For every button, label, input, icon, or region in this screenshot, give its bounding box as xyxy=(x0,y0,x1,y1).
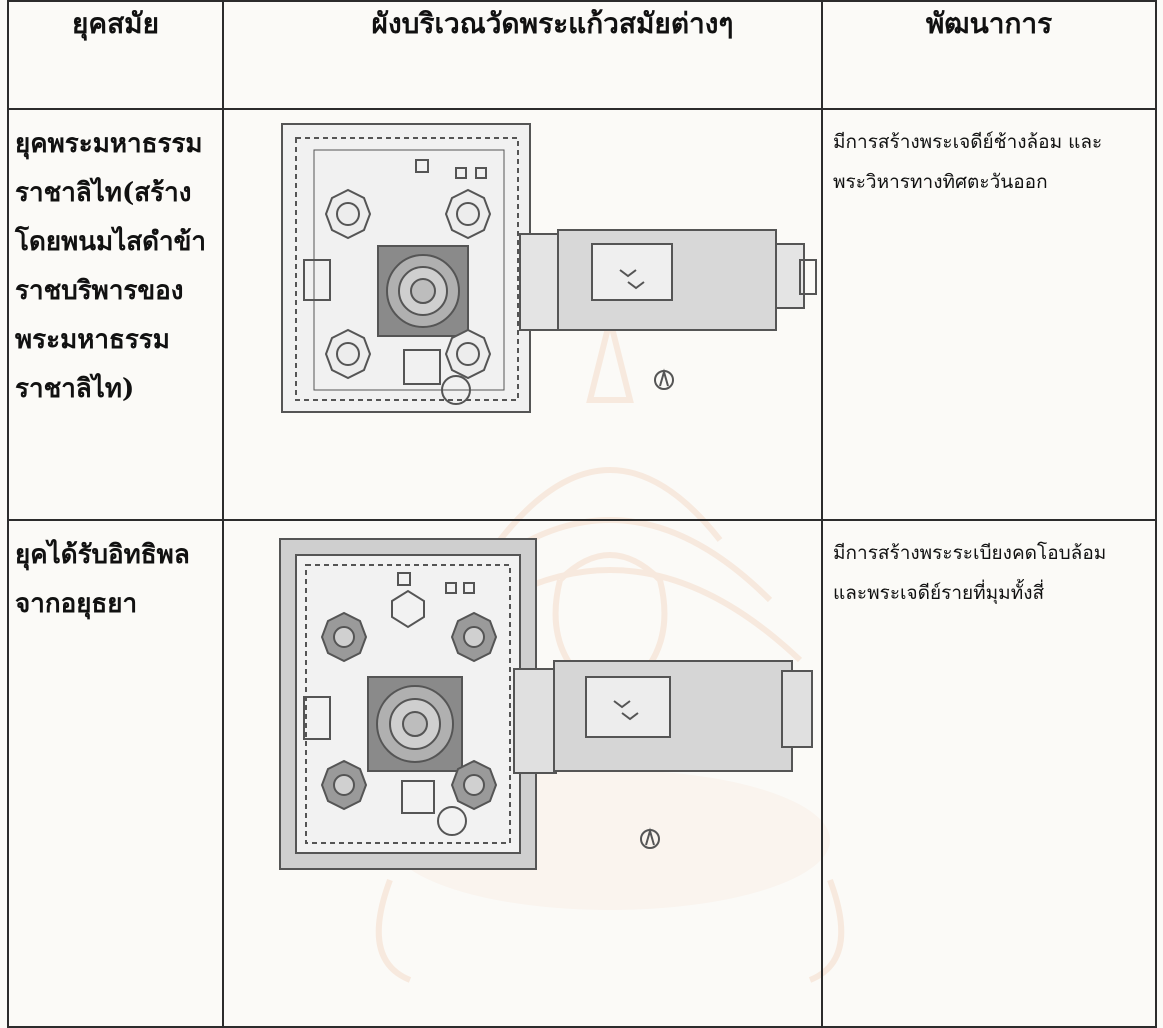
development-line: มีการสร้างพระเจดีย์ช้างล้อม และ xyxy=(833,131,1103,153)
era-cell: ยุคพระมหาธรรม ราชาลิไท(สร้าง โดยพนมไสดำข… xyxy=(7,108,224,521)
table-row: ยุคพระมหาธรรม ราชาลิไท(สร้าง โดยพนมไสดำข… xyxy=(7,108,1157,521)
era-line: โดยพนมไสดำข้า xyxy=(15,227,206,257)
plan-cell xyxy=(222,519,823,1028)
plan-cell xyxy=(222,108,823,521)
era-line: ราชาลิไท(สร้าง xyxy=(15,178,192,208)
era-cell: ยุคได้รับอิทธิพล จากอยุธยา xyxy=(7,519,224,1028)
table-header-row: ยุคสมัย ผังบริเวณวัดพระแก้วสมัยต่างๆ พัฒ… xyxy=(7,0,1157,110)
era-line: ราชบริพารของ xyxy=(15,276,184,306)
era-line: พระมหาธรรม xyxy=(15,325,170,355)
era-comparison-table: ยุคสมัย ผังบริเวณวัดพระแก้วสมัยต่างๆ พัฒ… xyxy=(7,0,1157,1028)
header-development: พัฒนาการ xyxy=(821,0,1157,110)
table-row: ยุคได้รับอิทธิพล จากอยุธยา xyxy=(7,519,1157,1028)
era-line: ยุคได้รับอิทธิพล xyxy=(15,540,190,570)
temple-site-plan-ayutthaya-image xyxy=(279,538,813,870)
header-era: ยุคสมัย xyxy=(7,0,224,110)
header-plan: ผังบริเวณวัดพระแก้วสมัยต่างๆ xyxy=(222,0,823,110)
development-line: มีการสร้างพระระเบียงคดโอบล้อม xyxy=(833,542,1107,564)
era-line: ราชาลิไท) xyxy=(15,374,135,404)
era-line: ยุคพระมหาธรรม xyxy=(15,129,203,159)
development-cell: มีการสร้างพระระเบียงคดโอบล้อม และพระเจดี… xyxy=(821,519,1157,1028)
temple-site-plan-early-image xyxy=(281,123,817,413)
development-line: พระวิหารทางทิศตะวันออก xyxy=(833,171,1048,193)
development-cell: มีการสร้างพระเจดีย์ช้างล้อม และ พระวิหาร… xyxy=(821,108,1157,521)
development-line: และพระเจดีย์รายที่มุมทั้งสี่ xyxy=(833,582,1045,604)
era-line: จากอยุธยา xyxy=(15,589,138,619)
